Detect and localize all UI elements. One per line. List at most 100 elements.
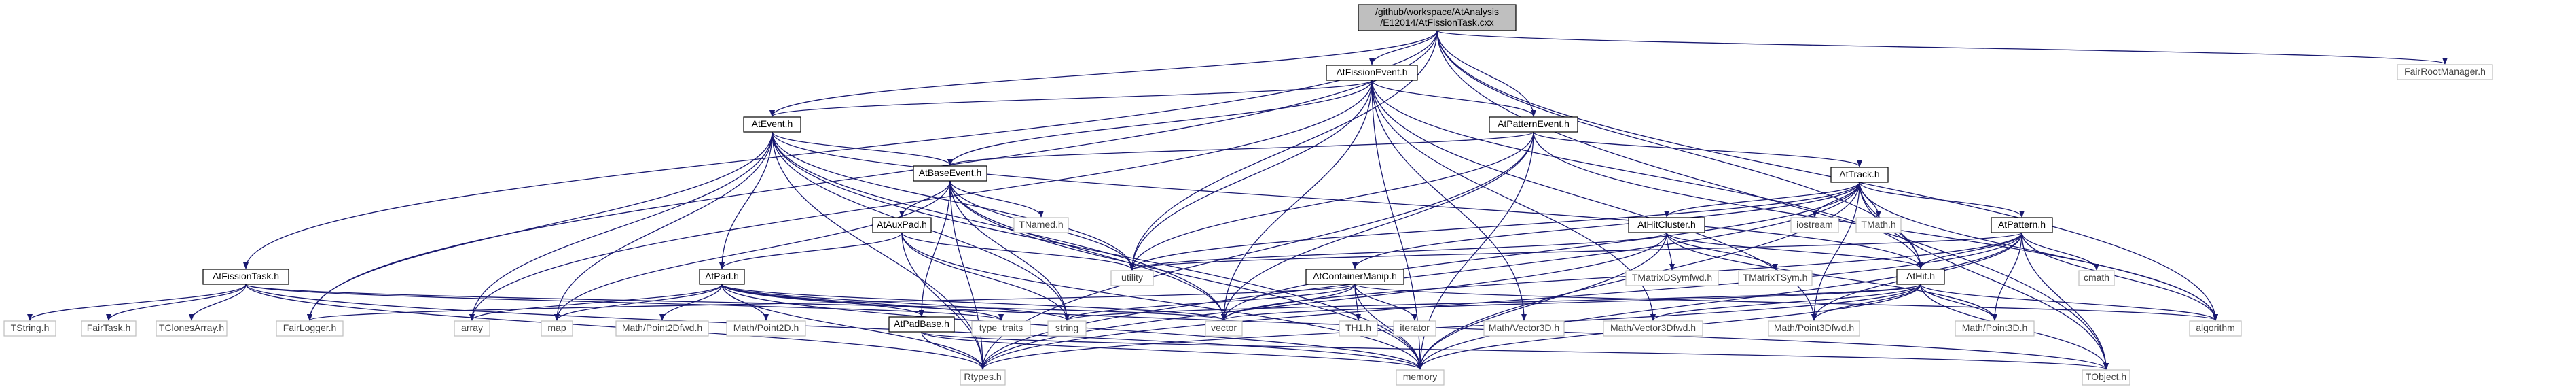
node-athitcluster[interactable]: AtHitCluster.h <box>1628 217 1705 233</box>
dependency-edge <box>1666 232 1997 321</box>
dependency-edge <box>554 131 773 321</box>
node-fairtask: FairTask.h <box>81 320 137 337</box>
node-label: algorithm <box>2196 322 2235 333</box>
node-box <box>1768 320 1860 337</box>
node-label: AtHit.h <box>1906 271 1935 282</box>
dependency-edge <box>899 180 951 218</box>
dependency-edge <box>2021 232 2218 321</box>
node-box <box>699 269 745 285</box>
node-label: Rtypes.h <box>964 371 1001 382</box>
dependency-edge <box>1666 232 1675 271</box>
node-atbaseevent[interactable]: AtBaseEvent.h <box>913 165 987 182</box>
node-atpatternevent[interactable]: AtPatternEvent.h <box>1489 116 1578 133</box>
dependency-edge <box>1371 80 1527 321</box>
dependency-edge <box>1811 182 1860 321</box>
dependency-edge <box>921 331 1423 370</box>
dependency-edge <box>1352 182 1860 269</box>
node-box <box>726 320 806 337</box>
node-box <box>3 320 56 337</box>
node-vector3d: Math/Vector3D.h <box>1483 320 1565 337</box>
node-label: AtAuxPad.h <box>877 219 927 230</box>
dependency-edge <box>1221 232 2022 321</box>
dependency-edge <box>921 331 985 370</box>
dependency-edge <box>949 180 1423 370</box>
node-label: TMatrixDSymfwd.h <box>1632 272 1712 283</box>
node-box <box>1358 4 1517 31</box>
node-label: Math/Point2Dfwd.h <box>622 322 702 333</box>
dependency-edge <box>721 284 1070 321</box>
node-atpadbase[interactable]: AtPadBase.h <box>888 316 955 333</box>
dependency-edge <box>947 131 1534 166</box>
node-atfissionevent[interactable]: AtFissionEvent.h <box>1326 65 1418 81</box>
dependency-edge <box>554 284 723 321</box>
dependency-edge <box>721 284 924 317</box>
node-box <box>81 320 137 337</box>
node-label: TNamed.h <box>1019 219 1063 230</box>
node-tclonesarray: TClonesArray.h <box>156 320 228 337</box>
dependency-edge <box>245 284 1227 321</box>
node-atcontainermanip[interactable]: AtContainerManip.h <box>1305 269 1404 285</box>
node-layer: /github/workspace/AtAnalysis/E12014/AtFi… <box>3 4 2493 386</box>
dependency-edge <box>901 232 1423 370</box>
node-atpad[interactable]: AtPad.h <box>699 269 745 285</box>
node-box <box>156 320 228 337</box>
node-box <box>454 320 490 337</box>
node-atpattern[interactable]: AtPattern.h <box>1991 217 2053 233</box>
node-root[interactable]: /github/workspace/AtAnalysis/E12014/AtFi… <box>1358 4 1517 31</box>
node-tmath: TMath.h <box>1855 217 1902 233</box>
dependency-edge <box>721 284 985 370</box>
dependency-edge <box>980 232 1667 370</box>
node-box <box>1603 320 1703 337</box>
node-string: string <box>1047 320 1087 337</box>
dependency-edge <box>772 131 1923 269</box>
dependency-edge <box>1371 80 1536 117</box>
node-atevent[interactable]: AtEvent.h <box>743 116 801 133</box>
node-vector: vector <box>1205 320 1243 337</box>
node-memory: memory <box>1396 369 1445 386</box>
node-box <box>2397 64 2493 80</box>
dependency-edge <box>772 131 1227 321</box>
node-fairrootmanager: FairRootManager.h <box>2397 64 2493 80</box>
dependency-edge <box>949 180 1227 321</box>
node-label: AtPattern.h <box>1998 219 2046 230</box>
node-attrack[interactable]: AtTrack.h <box>1830 167 1889 183</box>
node-cmath: cmath <box>2078 270 2115 286</box>
node-label: AtPatternEvent.h <box>1498 118 1570 129</box>
edge-layer <box>27 30 2448 370</box>
dependency-edge <box>921 331 2109 370</box>
node-label: FairRootManager.h <box>2404 66 2486 77</box>
node-label: AtPad.h <box>705 271 739 282</box>
node-box <box>202 269 289 285</box>
node-box <box>1110 270 1154 286</box>
node-tmatrixdsymfwd: TMatrixDSymfwd.h <box>1625 270 1719 286</box>
dependency-edge <box>1664 182 1860 218</box>
node-box <box>1483 320 1565 337</box>
node-utility: utility <box>1110 270 1154 286</box>
node-atauxpad[interactable]: AtAuxPad.h <box>872 217 932 233</box>
dependency-edge <box>947 80 1373 166</box>
node-label: type_traits <box>979 322 1023 333</box>
node-label: AtTrack.h <box>1839 169 1879 180</box>
node-typetraits: type_traits <box>971 320 1031 337</box>
node-algorithm: algorithm <box>2189 320 2242 337</box>
node-box <box>1489 116 1578 133</box>
node-iterator: iterator <box>1393 320 1436 337</box>
dependency-edge <box>245 284 1004 321</box>
node-box <box>2189 320 2242 337</box>
dependency-edge <box>1129 182 1860 271</box>
node-label: iterator <box>1400 322 1430 333</box>
node-box <box>913 165 987 182</box>
node-box <box>2078 270 2115 286</box>
node-vector3dfwd: Math/Vector3Dfwd.h <box>1603 320 1703 337</box>
node-label: AtEvent.h <box>752 118 793 129</box>
node-box <box>1625 270 1719 286</box>
dependency-edge <box>769 80 1373 117</box>
node-box <box>1205 320 1243 337</box>
node-box <box>1339 320 1378 337</box>
dependency-edge <box>949 180 985 370</box>
dependency-edge <box>772 131 985 370</box>
dependency-edge <box>1354 284 1417 321</box>
node-atfissiontask[interactable]: AtFissionTask.h <box>202 269 289 285</box>
dependency-edge <box>721 284 1227 321</box>
node-athit[interactable]: AtHit.h <box>1896 269 1945 285</box>
